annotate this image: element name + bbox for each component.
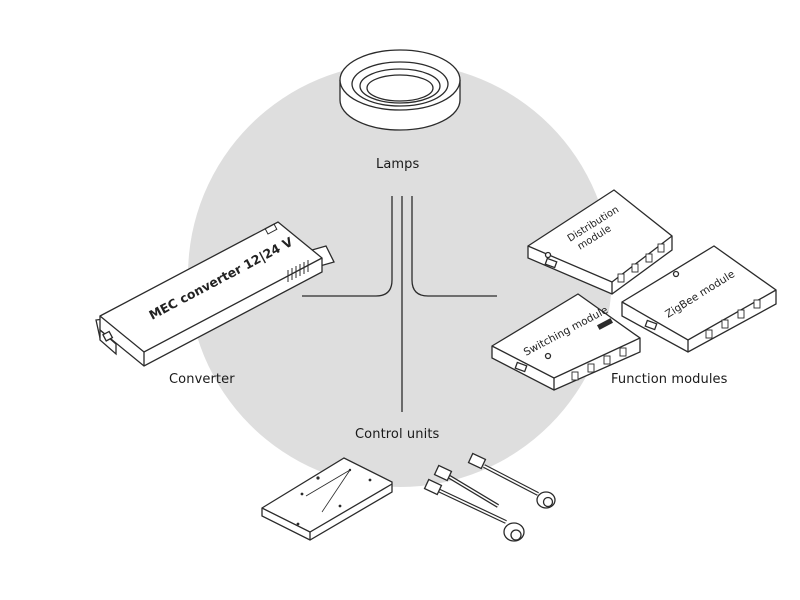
connection-lines <box>302 196 497 412</box>
converter-label: Converter <box>169 372 235 387</box>
remote-control-illustration <box>261 457 393 541</box>
control-units-label: Control units <box>355 427 440 442</box>
line-to-function-modules <box>411 196 497 297</box>
distribution-module-illustration <box>527 189 673 295</box>
converter-illustration <box>95 221 335 367</box>
switching-module-illustration <box>491 293 641 391</box>
sensor-cables-illustration <box>423 452 556 542</box>
lamps-label: Lamps <box>376 157 420 172</box>
function-modules-label: Function modules <box>611 372 728 387</box>
zigbee-module-illustration <box>621 245 777 353</box>
lamp-illustration <box>339 49 461 131</box>
background-circle <box>188 63 612 487</box>
line-to-converter <box>302 196 393 297</box>
